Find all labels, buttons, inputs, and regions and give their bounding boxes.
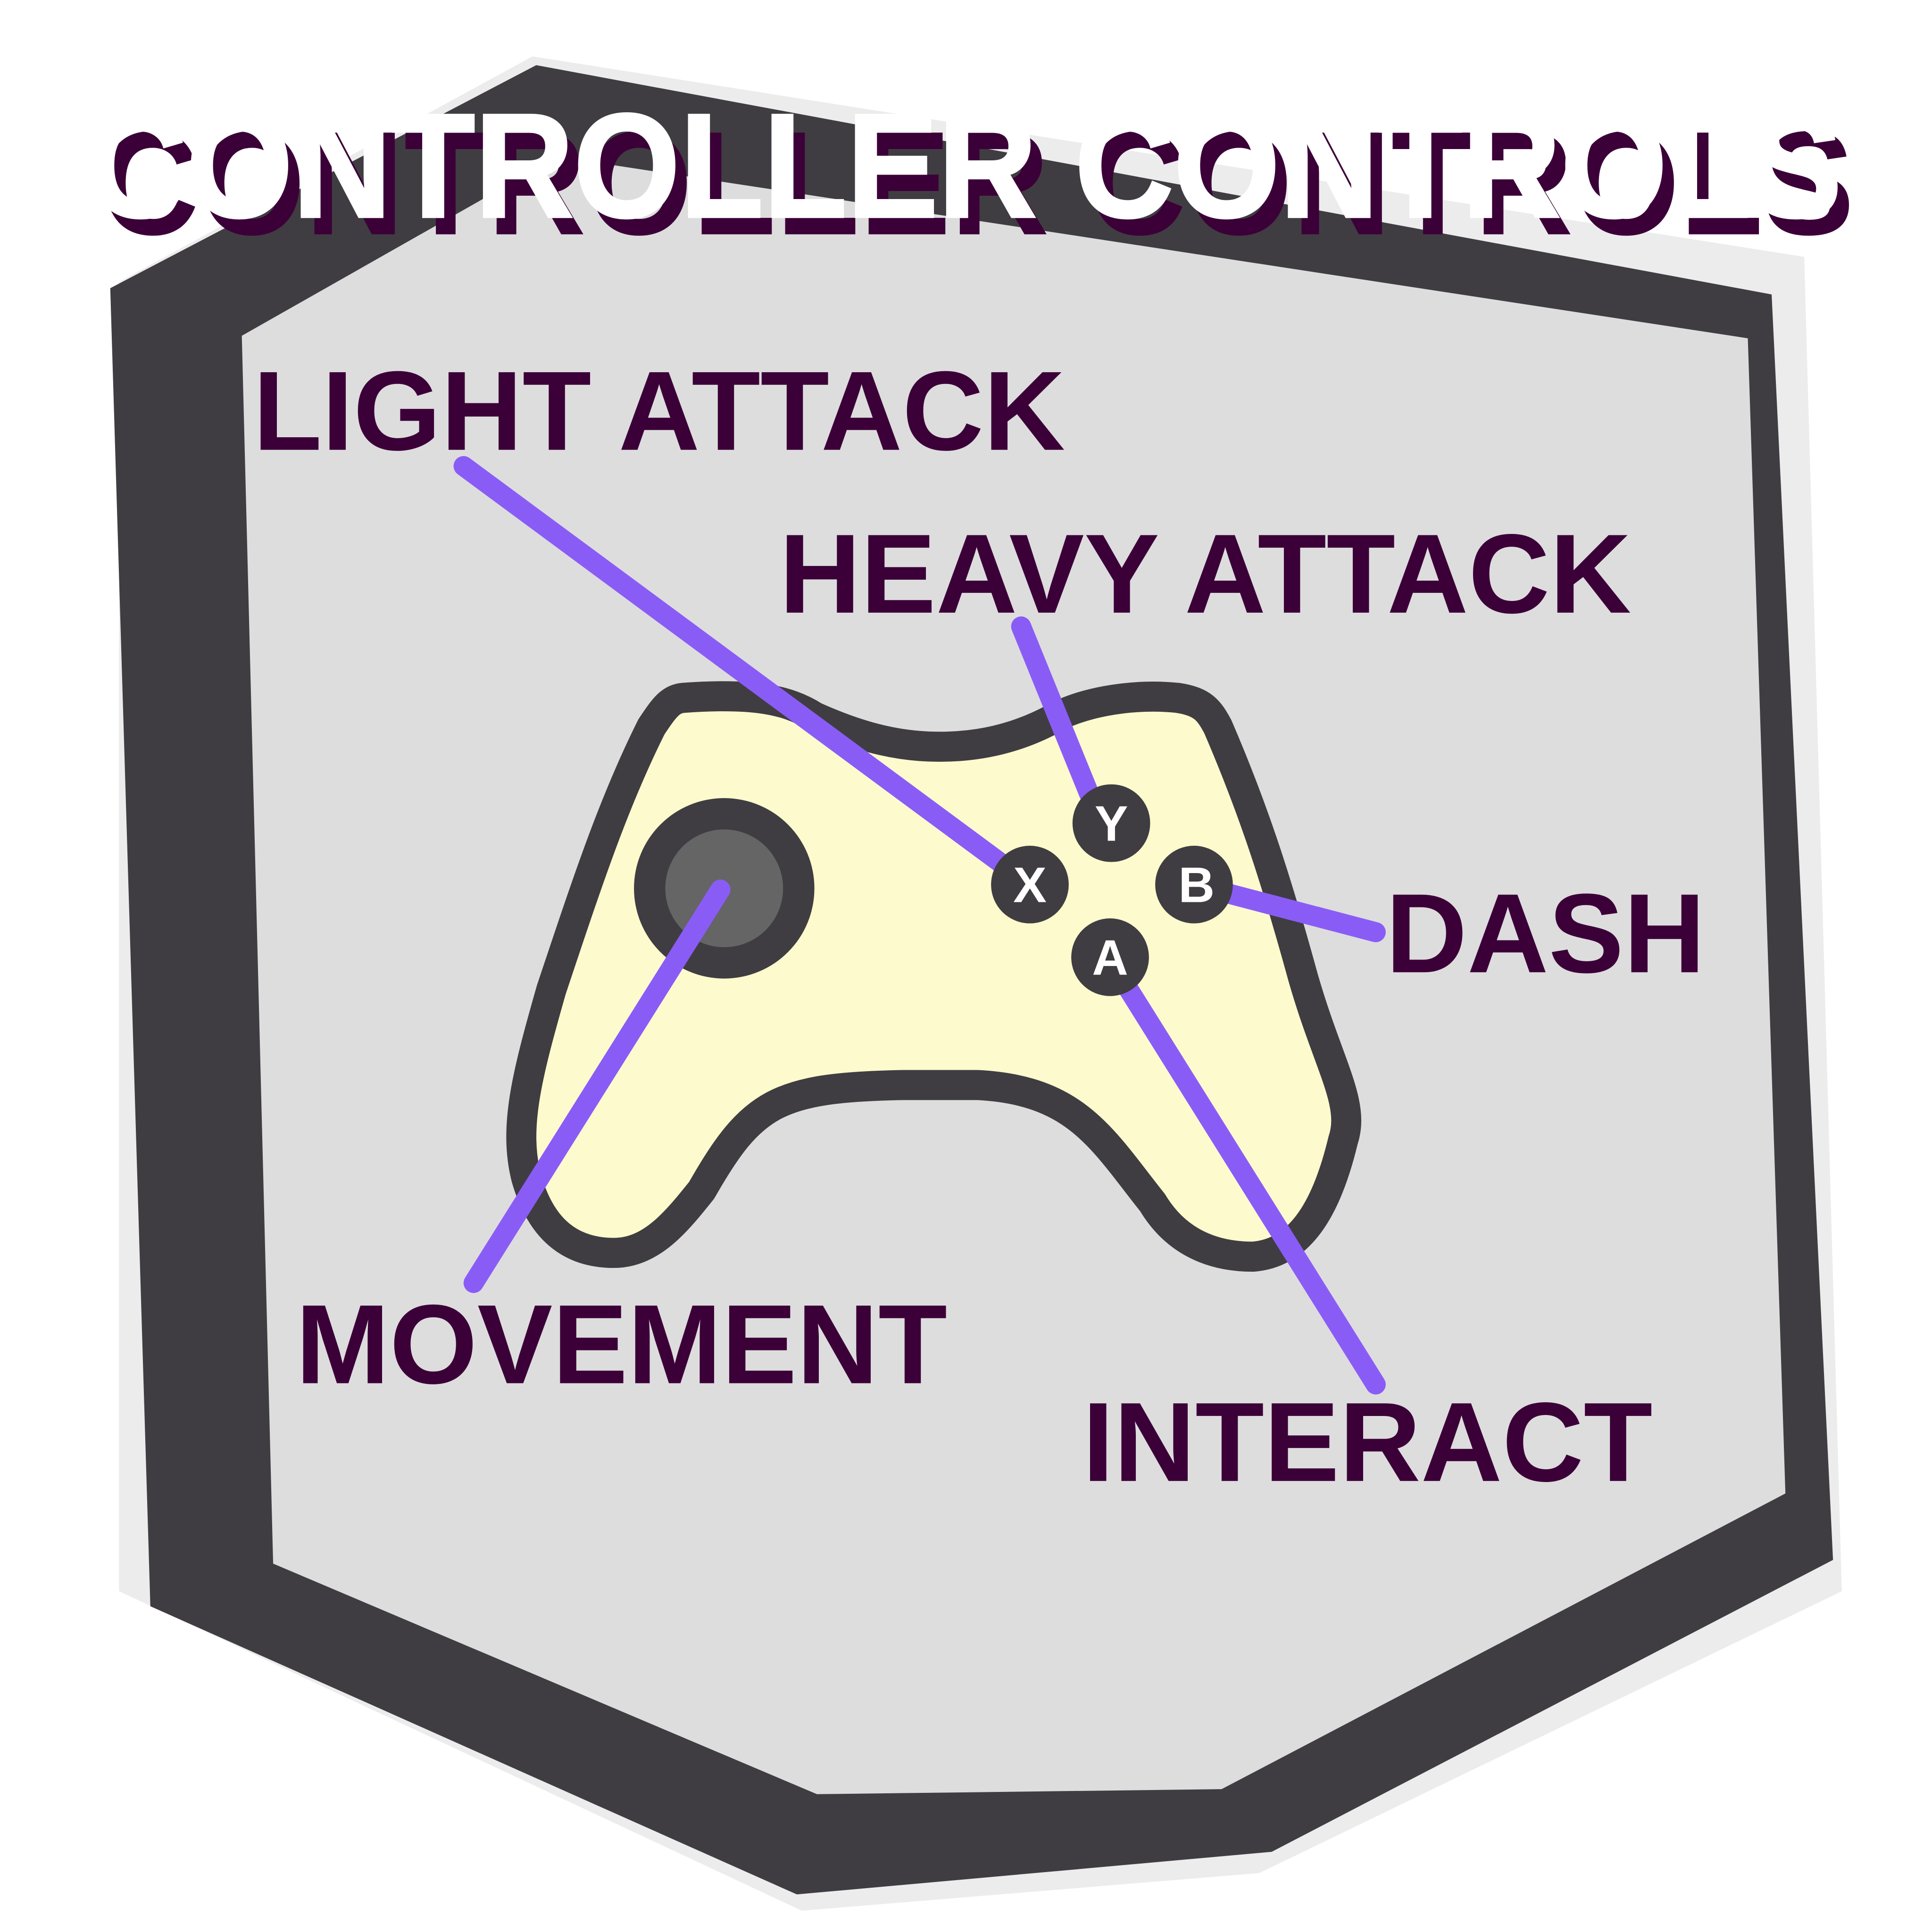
button-y-icon [1072,784,1150,862]
label-light-attack: LIGHT ATTACK [253,348,1066,474]
button-a-icon [1071,918,1149,996]
connector-interact [1100,949,1386,1395]
connector-heavy-attack [1011,616,1110,831]
button-b-letter: B [1178,857,1215,913]
connector-lines [453,456,1386,1395]
face-button-x: X [991,845,1069,924]
face-buttons: Y X B A [991,784,1233,996]
action-labels: LIGHT ATTACK HEAVY ATTACK DASH MOVEMENT … [253,348,1706,1505]
label-movement: MOVEMENT [296,1282,947,1407]
button-x-icon [991,845,1069,924]
button-b-icon [1155,845,1233,924]
button-x-letter: X [1013,857,1047,913]
face-button-a: A [1071,918,1149,996]
title-group: CONTROLLER CONTROLS CONTROLLER CONTROLS [86,82,1855,266]
button-a-letter: A [1092,930,1128,986]
face-button-y: Y [1072,784,1150,862]
face-button-b: B [1155,845,1233,924]
label-heavy-attack: HEAVY ATTACK [779,511,1631,637]
page-title: CONTROLLER CONTROLS [88,83,1842,249]
connector-light-attack [453,456,1040,895]
label-interact: INTERACT [1083,1379,1652,1505]
button-y-letter: Y [1095,795,1128,851]
connector-movement [463,879,731,1293]
title-shadow: CONTROLLER CONTROLS [100,101,1855,266]
label-dash: DASH [1386,870,1705,996]
